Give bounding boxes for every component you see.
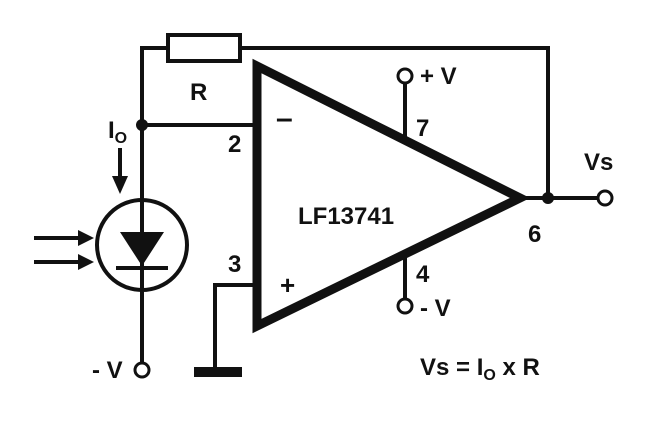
junction-dot-output [542,192,554,204]
pin-3-label: 3 [228,251,241,278]
light-arrows-icon [34,230,94,270]
inverting-sign: – [276,102,293,135]
vminus-terminal [396,297,414,315]
vplus-label: + V [420,63,457,90]
pin-7-label: 7 [416,115,429,142]
vplus-terminal [396,67,414,85]
current-arrow-icon [112,148,128,194]
vminus-label: - V [420,295,451,322]
diode-supply-label: - V [92,357,123,384]
junction-dot-input [136,119,148,131]
wires [140,46,599,372]
resistor [166,33,242,63]
pin-6-label: 6 [528,221,541,248]
photodiode [95,198,189,292]
resistor-label: R [190,79,207,106]
output-terminal [596,189,614,207]
ground-symbol [194,367,242,377]
opamp-label: LF13741 [298,203,394,230]
output-label: Vs [584,149,613,176]
pin-4-label: 4 [416,261,430,288]
pin-2-label: 2 [228,131,241,158]
transfer-equation: Vs = IO x R [420,354,540,384]
noninverting-sign: + [280,270,295,300]
diode-supply-terminal [133,361,151,379]
opamp-triangle [252,58,531,334]
current-label: IO [108,117,127,147]
